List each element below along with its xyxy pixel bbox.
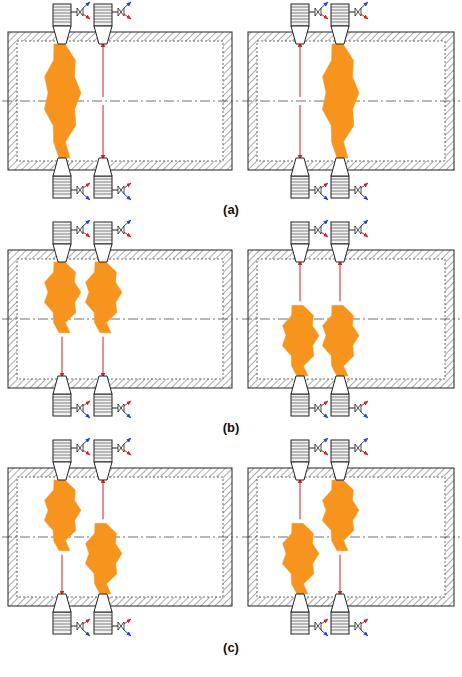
flow-arrow bbox=[300, 42, 301, 97]
flame bbox=[44, 480, 81, 551]
burner bbox=[94, 438, 131, 480]
burner bbox=[291, 2, 328, 44]
flow-arrow bbox=[300, 105, 301, 160]
flame bbox=[322, 305, 359, 376]
flame bbox=[85, 262, 122, 333]
burner bbox=[94, 220, 131, 262]
furnace-box bbox=[242, 2, 460, 200]
burner bbox=[53, 438, 90, 480]
flow-arrow bbox=[103, 478, 104, 519]
flow-arrow bbox=[103, 42, 104, 97]
furnace-row bbox=[2, 2, 460, 200]
furnace-row bbox=[2, 438, 460, 636]
burner bbox=[94, 376, 131, 418]
flow-arrow bbox=[62, 555, 63, 596]
center-line bbox=[2, 537, 238, 538]
flow-arrow bbox=[62, 337, 63, 378]
burner bbox=[53, 2, 90, 44]
flow-arrow bbox=[103, 337, 104, 378]
furnace-box bbox=[2, 2, 238, 200]
burner bbox=[94, 594, 131, 636]
burner bbox=[94, 158, 131, 200]
flow-arrow bbox=[103, 105, 104, 160]
burner bbox=[331, 158, 368, 200]
flame bbox=[322, 480, 359, 551]
panel-label: (c) bbox=[223, 640, 239, 655]
flame bbox=[322, 44, 359, 158]
burner bbox=[291, 438, 328, 480]
flame bbox=[44, 262, 81, 333]
burner bbox=[331, 2, 368, 44]
furnace-box bbox=[242, 438, 460, 636]
burner bbox=[53, 220, 90, 262]
furnace-box bbox=[242, 220, 460, 418]
burner bbox=[53, 594, 90, 636]
burner bbox=[291, 594, 328, 636]
center-line bbox=[2, 101, 238, 102]
burner bbox=[291, 158, 328, 200]
flame bbox=[282, 305, 319, 376]
burner bbox=[331, 220, 368, 262]
burner bbox=[331, 438, 368, 480]
flame bbox=[282, 523, 319, 594]
burner bbox=[291, 376, 328, 418]
burner bbox=[291, 220, 328, 262]
furnace-box bbox=[2, 220, 238, 418]
burner bbox=[53, 158, 90, 200]
flow-arrow bbox=[340, 260, 341, 301]
furnace-row bbox=[2, 220, 460, 418]
flame bbox=[44, 44, 81, 158]
panel-label: (b) bbox=[223, 420, 240, 435]
flow-arrow bbox=[300, 478, 301, 519]
burner bbox=[331, 376, 368, 418]
panel-label: (a) bbox=[223, 202, 239, 217]
burner bbox=[53, 376, 90, 418]
flow-arrow bbox=[340, 555, 341, 596]
flame bbox=[85, 523, 122, 594]
center-line bbox=[242, 537, 460, 538]
furnace-box bbox=[2, 438, 238, 636]
burner bbox=[331, 594, 368, 636]
burner bbox=[94, 2, 131, 44]
flow-arrow bbox=[300, 260, 301, 301]
center-line bbox=[2, 319, 238, 320]
